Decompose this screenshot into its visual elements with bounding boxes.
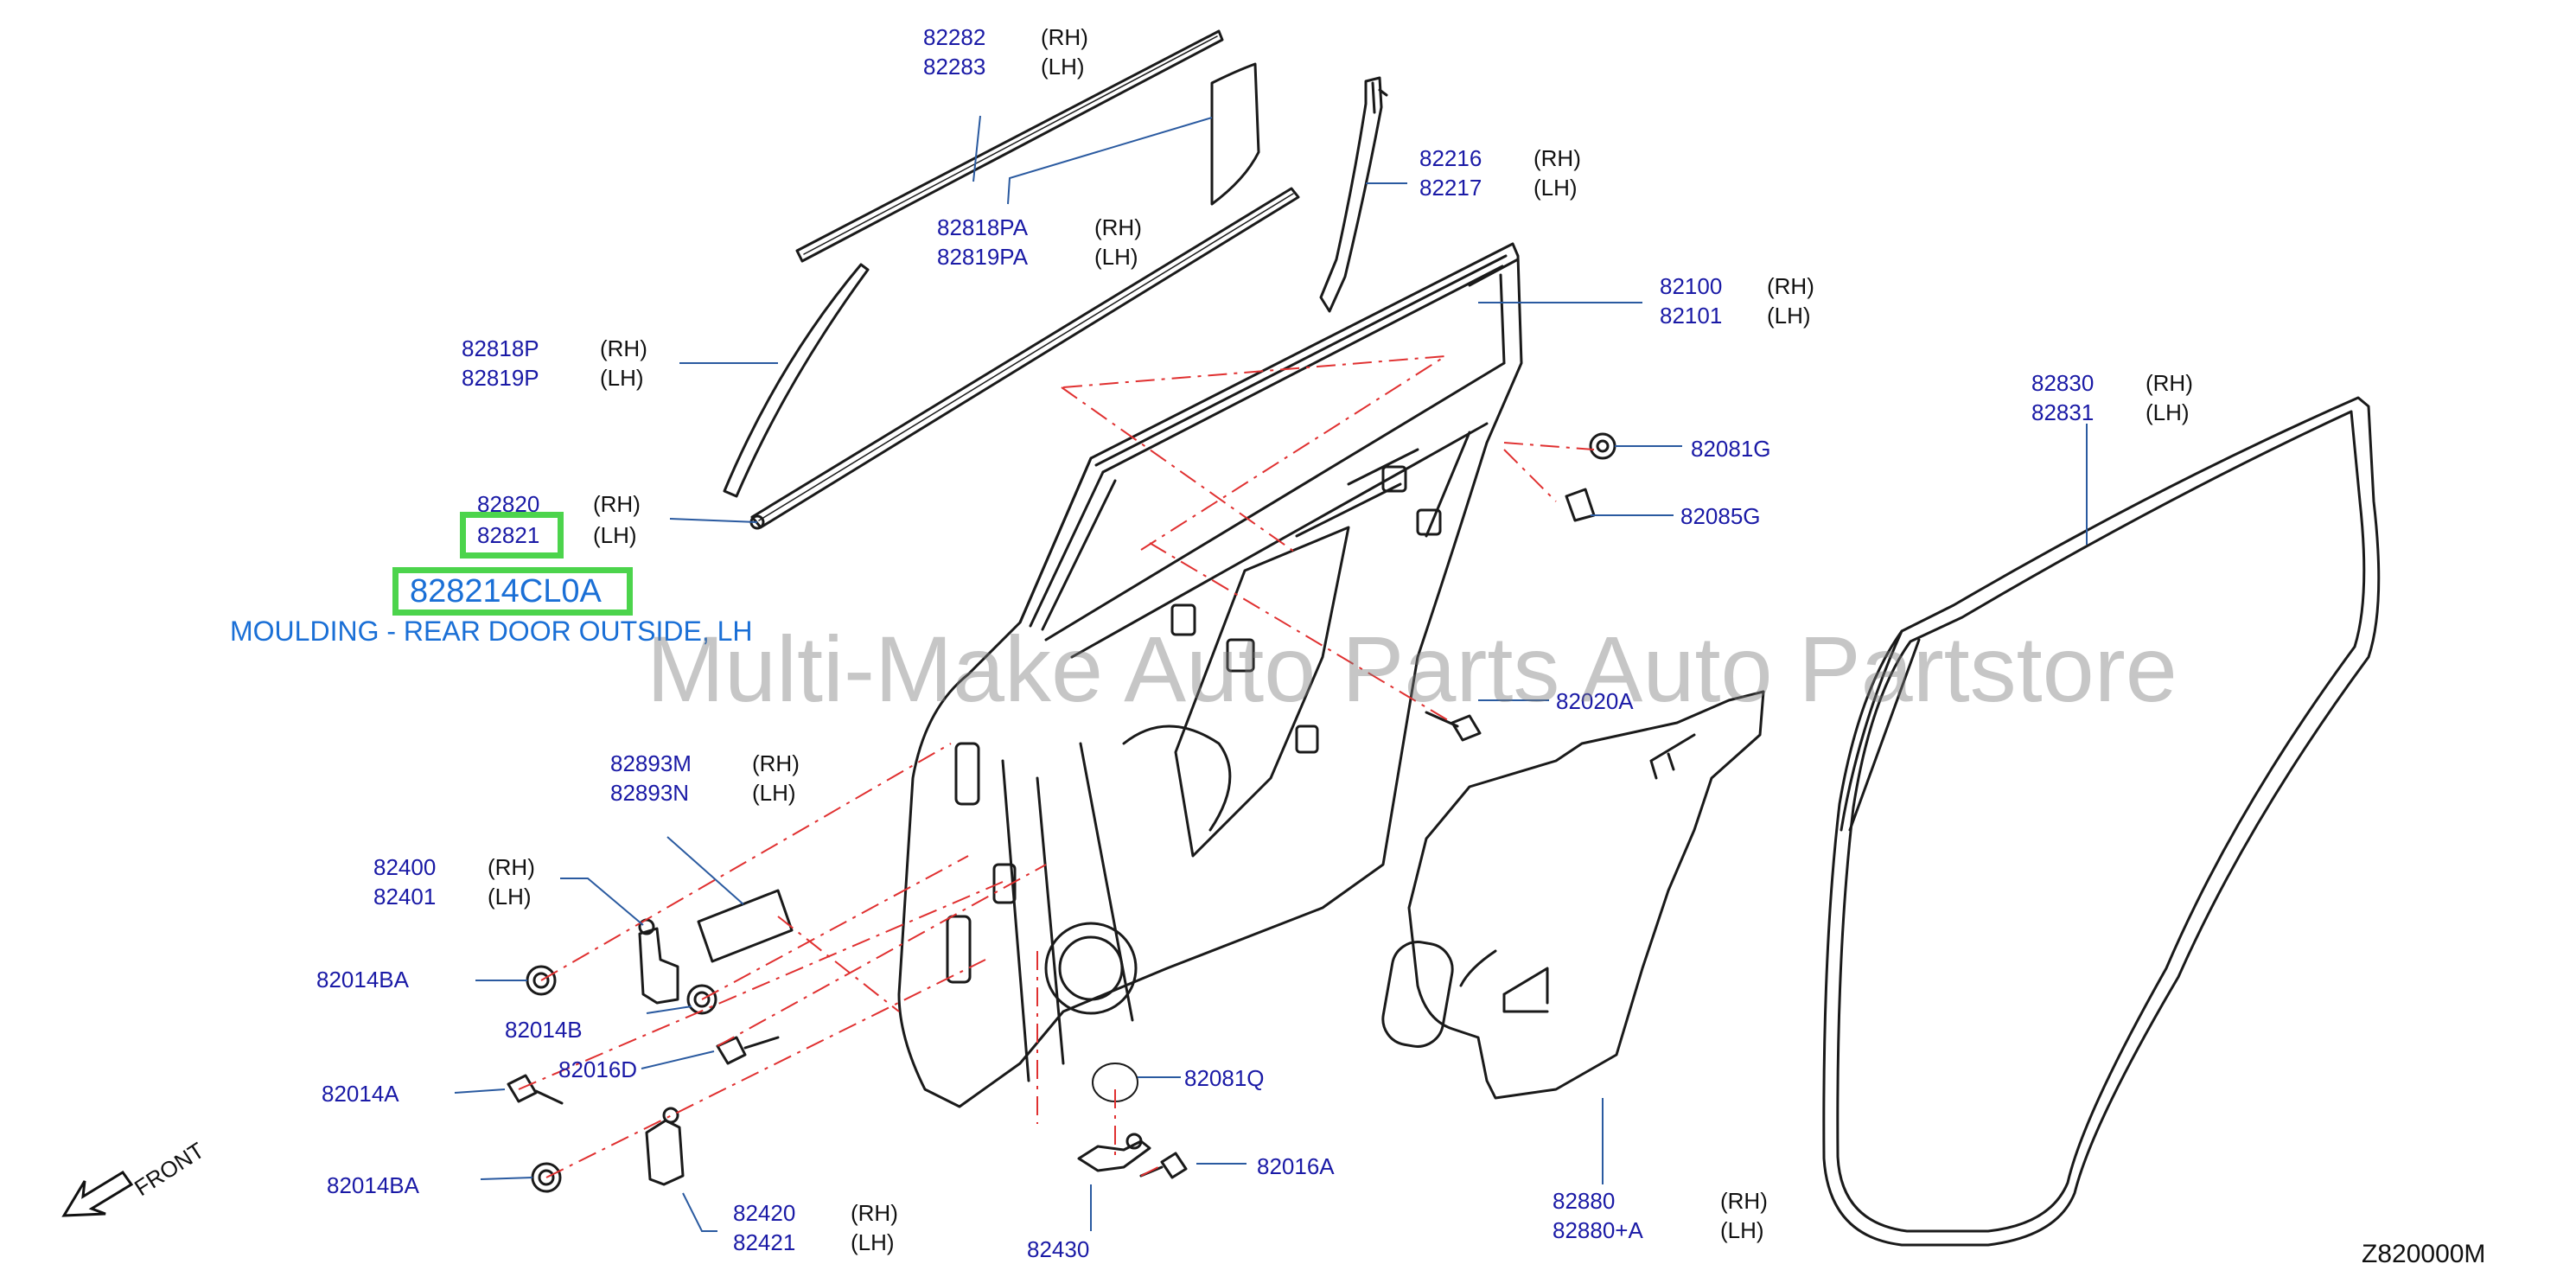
callout-82016A[interactable]: 82016A (1257, 1153, 1335, 1179)
side-lh: (LH) (600, 365, 644, 391)
highlighted-part-number[interactable]: 828214CL0A (410, 573, 602, 610)
callout-82420[interactable]: 82420 (733, 1200, 796, 1226)
callout-82282[interactable]: 82282 (923, 24, 986, 50)
hinge-lower (645, 1119, 685, 1186)
side-rh: (RH) (1041, 24, 1088, 50)
callout-82818P[interactable]: 82818P (462, 335, 539, 361)
callout-82819P[interactable]: 82819P (462, 365, 539, 391)
callout-82283[interactable]: 82283 (923, 54, 986, 80)
callout-82821[interactable]: 82821 (477, 522, 540, 548)
front-arrow-icon (61, 1170, 134, 1217)
fasteners (507, 432, 1616, 1193)
callout-82819PA[interactable]: 82819PA (937, 244, 1029, 270)
side-lh: (LH) (1041, 54, 1085, 80)
callout-82217[interactable]: 82217 (1419, 175, 1482, 201)
side-lh: (LH) (1533, 175, 1578, 201)
part-description: MOULDING - REAR DOOR OUTSIDE, LH (230, 616, 753, 647)
callout-82430[interactable]: 82430 (1027, 1236, 1090, 1262)
door-check (1077, 1139, 1151, 1172)
callout-82893M[interactable]: 82893M (610, 750, 692, 776)
outer-belt-weatherstrip-top (795, 29, 1224, 263)
callout-82020A[interactable]: 82020A (1556, 688, 1634, 714)
side-lh: (LH) (2146, 399, 2190, 425)
side-rh: (RH) (1720, 1188, 1768, 1214)
callout-82831[interactable]: 82831 (2031, 399, 2095, 425)
highlight-box-part-number (392, 567, 633, 616)
callout-82818PA[interactable]: 82818PA (937, 214, 1029, 240)
side-rh: (RH) (2146, 370, 2193, 396)
callout-82421[interactable]: 82421 (733, 1229, 796, 1255)
sash-cover-left (723, 263, 870, 498)
side-rh: (RH) (1767, 273, 1814, 299)
callout-82014A[interactable]: 82014A (322, 1081, 399, 1107)
callout-82014B[interactable]: 82014B (505, 1017, 583, 1043)
door-weatherstrip (1822, 396, 2381, 1247)
callout-82400[interactable]: 82400 (373, 854, 437, 880)
side-lh: (LH) (1094, 244, 1138, 270)
centerlines (518, 355, 1595, 1178)
side-rh: (RH) (1533, 145, 1581, 171)
door-panel (897, 242, 1523, 1108)
side-lh: (LH) (1720, 1217, 1764, 1243)
sash-cover-upper (1210, 62, 1260, 206)
diagram-code: Z820000M (2362, 1240, 2486, 1268)
callout-82880[interactable]: 82880 (1553, 1188, 1616, 1214)
side-rh: (RH) (593, 491, 641, 517)
callout-82016D[interactable]: 82016D (558, 1056, 638, 1082)
side-lh: (LH) (851, 1229, 895, 1255)
highlight-box-82821 (460, 512, 564, 559)
callout-82893N[interactable]: 82893N (610, 780, 690, 806)
side-rh: (RH) (1094, 214, 1142, 240)
callout-82880A[interactable]: 82880+A (1553, 1217, 1643, 1243)
division-channel (1319, 76, 1383, 313)
callout-82101[interactable]: 82101 (1660, 303, 1723, 329)
side-rh: (RH) (600, 335, 647, 361)
callout-82830[interactable]: 82830 (2031, 370, 2095, 396)
side-lh: (LH) (488, 884, 532, 910)
outside-moulding (750, 187, 1300, 529)
side-lh: (LH) (593, 522, 637, 548)
hinge-upper (638, 927, 679, 1005)
callout-82100[interactable]: 82100 (1660, 273, 1723, 299)
callout-82081Q[interactable]: 82081Q (1184, 1065, 1265, 1091)
side-rh: (RH) (851, 1200, 898, 1226)
leader-lines (454, 115, 2088, 1232)
side-rh: (RH) (488, 854, 535, 880)
side-lh: (LH) (1767, 303, 1811, 329)
callout-82401[interactable]: 82401 (373, 884, 437, 910)
side-lh: (LH) (752, 780, 796, 806)
callout-82085G[interactable]: 82085G (1680, 503, 1761, 529)
caution-label (697, 889, 794, 963)
callout-82216[interactable]: 82216 (1419, 145, 1482, 171)
callout-82014BA-bottom[interactable]: 82014BA (327, 1172, 419, 1198)
callout-82014BA-top[interactable]: 82014BA (316, 967, 409, 993)
callout-82081G[interactable]: 82081G (1691, 436, 1771, 462)
side-rh: (RH) (752, 750, 800, 776)
sealing-screen (1407, 690, 1765, 1100)
